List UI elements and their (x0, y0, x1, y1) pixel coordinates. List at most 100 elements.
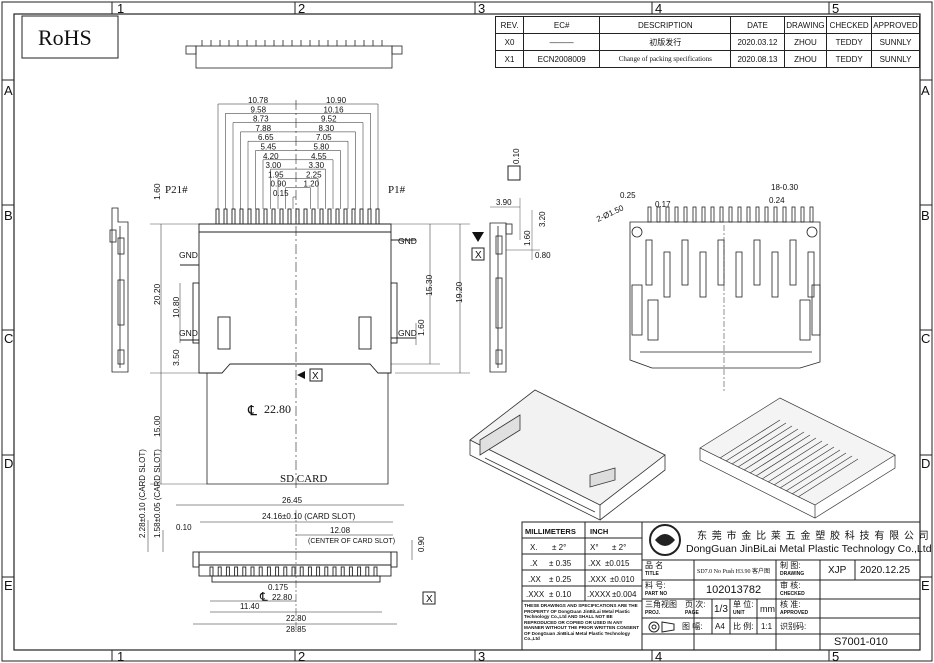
grid-row-b-right: B (921, 208, 930, 223)
contact-pin (247, 208, 252, 225)
contact-pin (263, 208, 268, 225)
top-plan-view (629, 206, 821, 392)
dim-right-label: 7.05 (316, 133, 332, 142)
dim-10-80: 10.80 (171, 296, 181, 318)
dim-right-label: 10.16 (324, 105, 345, 114)
size-label: 图 幅: (682, 622, 703, 631)
tol-r2-c0: .XX (528, 575, 542, 584)
drawing-label: 制 图: DRAWING (780, 561, 805, 577)
bottom-pin (258, 566, 263, 577)
grid-col-5-bottom: 5 (832, 649, 839, 663)
rev-col-drawing: DRAWING (783, 16, 828, 34)
dim-0-10-side: 0.10 (512, 148, 521, 164)
tol-r3-c1: ± 0.10 (549, 590, 572, 599)
company-logo (649, 524, 681, 556)
dim-card-slot-2: 1.58±0.05 (CARD SLOT) (153, 449, 162, 538)
datum-x-bottom-box (422, 591, 436, 605)
rev-cell: ——— (523, 33, 601, 51)
part-label: 料 号: PART NO (645, 581, 668, 597)
plan-pin (647, 206, 652, 223)
iso-contact (731, 425, 793, 465)
rev-col-ec: EC# (523, 16, 601, 34)
drawing-date: 2020.12.25 (860, 565, 911, 576)
rev-cell: 2020.08.13 (730, 50, 785, 68)
dim-15-00: 15.00 (152, 415, 162, 437)
gnd-label-right-bottom: GND (398, 328, 417, 338)
iso-contact (797, 458, 859, 498)
plan-pin (737, 206, 742, 223)
plan-pin (728, 206, 733, 223)
dim-left-label: 5.45 (261, 143, 277, 152)
dim-card-slot-1: 2.28±0.10 (CARD SLOT) (138, 449, 147, 538)
datum-x-side-arrow (472, 232, 484, 242)
rev-col-description: DESCRIPTION (599, 16, 732, 34)
gnd-label-left-top: GND (179, 250, 198, 260)
bottom-pin (324, 566, 329, 577)
plan-pin (746, 206, 751, 223)
gnd-label-left-bottom: GND (179, 328, 198, 338)
plan-pin (764, 206, 769, 223)
bottom-pin (332, 566, 337, 577)
datum-x-label: X (312, 371, 319, 382)
grid-col-4: 4 (655, 1, 662, 16)
right-side-view (489, 198, 540, 373)
bottom-pin (225, 566, 230, 577)
company-name-en: DongGuan JinBiLai Metal Plastic Technolo… (686, 543, 932, 555)
left-side-view (109, 207, 129, 373)
contact-pin (359, 208, 364, 225)
centerline-22-80: 22.80 (264, 402, 291, 416)
tol-r0-c0: X. (530, 543, 538, 552)
dim-0-175: 0.175 (268, 583, 289, 592)
plan-pin (701, 206, 706, 223)
dim-left-label: 7.88 (256, 124, 272, 133)
dim-22-80: 22.80 (286, 614, 307, 623)
dim-left-label: 3.00 (266, 161, 282, 170)
unit-value: mm (760, 604, 775, 614)
grid-row-a: A (4, 83, 13, 98)
rev-cell: TEDDY (826, 33, 873, 51)
tol-r1-c0: .X (530, 559, 538, 568)
contact-pin (271, 208, 276, 225)
grid-row-a-right: A (921, 83, 930, 98)
checked-label: 审 核: CHECKED (780, 581, 805, 597)
pin-p21-label: P21# (165, 184, 188, 196)
dim-right-label: 9.52 (321, 115, 337, 124)
title-value: SD7.0 No Push H3.90 客户图 (697, 569, 771, 575)
scale-label: 比 例: (733, 622, 754, 631)
rev-cell: TEDDY (826, 50, 873, 68)
bottom-pin (307, 566, 312, 577)
bottom-pin (250, 566, 255, 577)
plan-pin (683, 206, 688, 223)
plan-pin (809, 206, 814, 223)
tol-r3-c2: .XXXX (587, 590, 611, 599)
bottom-pin (316, 566, 321, 577)
tol-r0-c2: X° (590, 543, 599, 552)
spring-contact (789, 239, 797, 286)
dim-right-label: 1.20 (304, 180, 320, 189)
tol-r2-c3: ±0.010 (610, 575, 635, 584)
bottom-pin (357, 566, 362, 577)
datum-x-side: X (475, 250, 482, 261)
plan-pin (773, 206, 778, 223)
contact-pin (311, 208, 316, 225)
iso-contact (767, 443, 829, 483)
plan-pin (674, 206, 679, 223)
dim-left-label: 9.58 (251, 105, 267, 114)
grid-row-c: C (4, 331, 13, 346)
dim-11-40: 11.40 (240, 602, 260, 611)
bottom-pin (275, 566, 280, 577)
dim-left-label: 4.20 (263, 152, 279, 161)
company-name-cn: 东 莞 市 金 比 莱 五 金 塑 胶 科 技 有 限 公 司 (697, 531, 930, 542)
iso-contact (743, 431, 805, 471)
tol-r3-c0: .XXX (526, 590, 545, 599)
datum-x-side-box (471, 247, 485, 261)
grid-row-b: B (4, 208, 13, 223)
contact-pin (351, 208, 356, 225)
contact-pin (279, 208, 284, 225)
inner-border (13, 13, 921, 651)
proj-label: 三角视图 PROJ. (645, 600, 677, 616)
tol-r3-c3: ±0.004 (612, 590, 637, 599)
title-label: 品 名 TITLE (645, 561, 664, 577)
revision-row: X1 ECN2008009 Change of packing specific… (494, 50, 920, 68)
bottom-pin (217, 566, 222, 577)
